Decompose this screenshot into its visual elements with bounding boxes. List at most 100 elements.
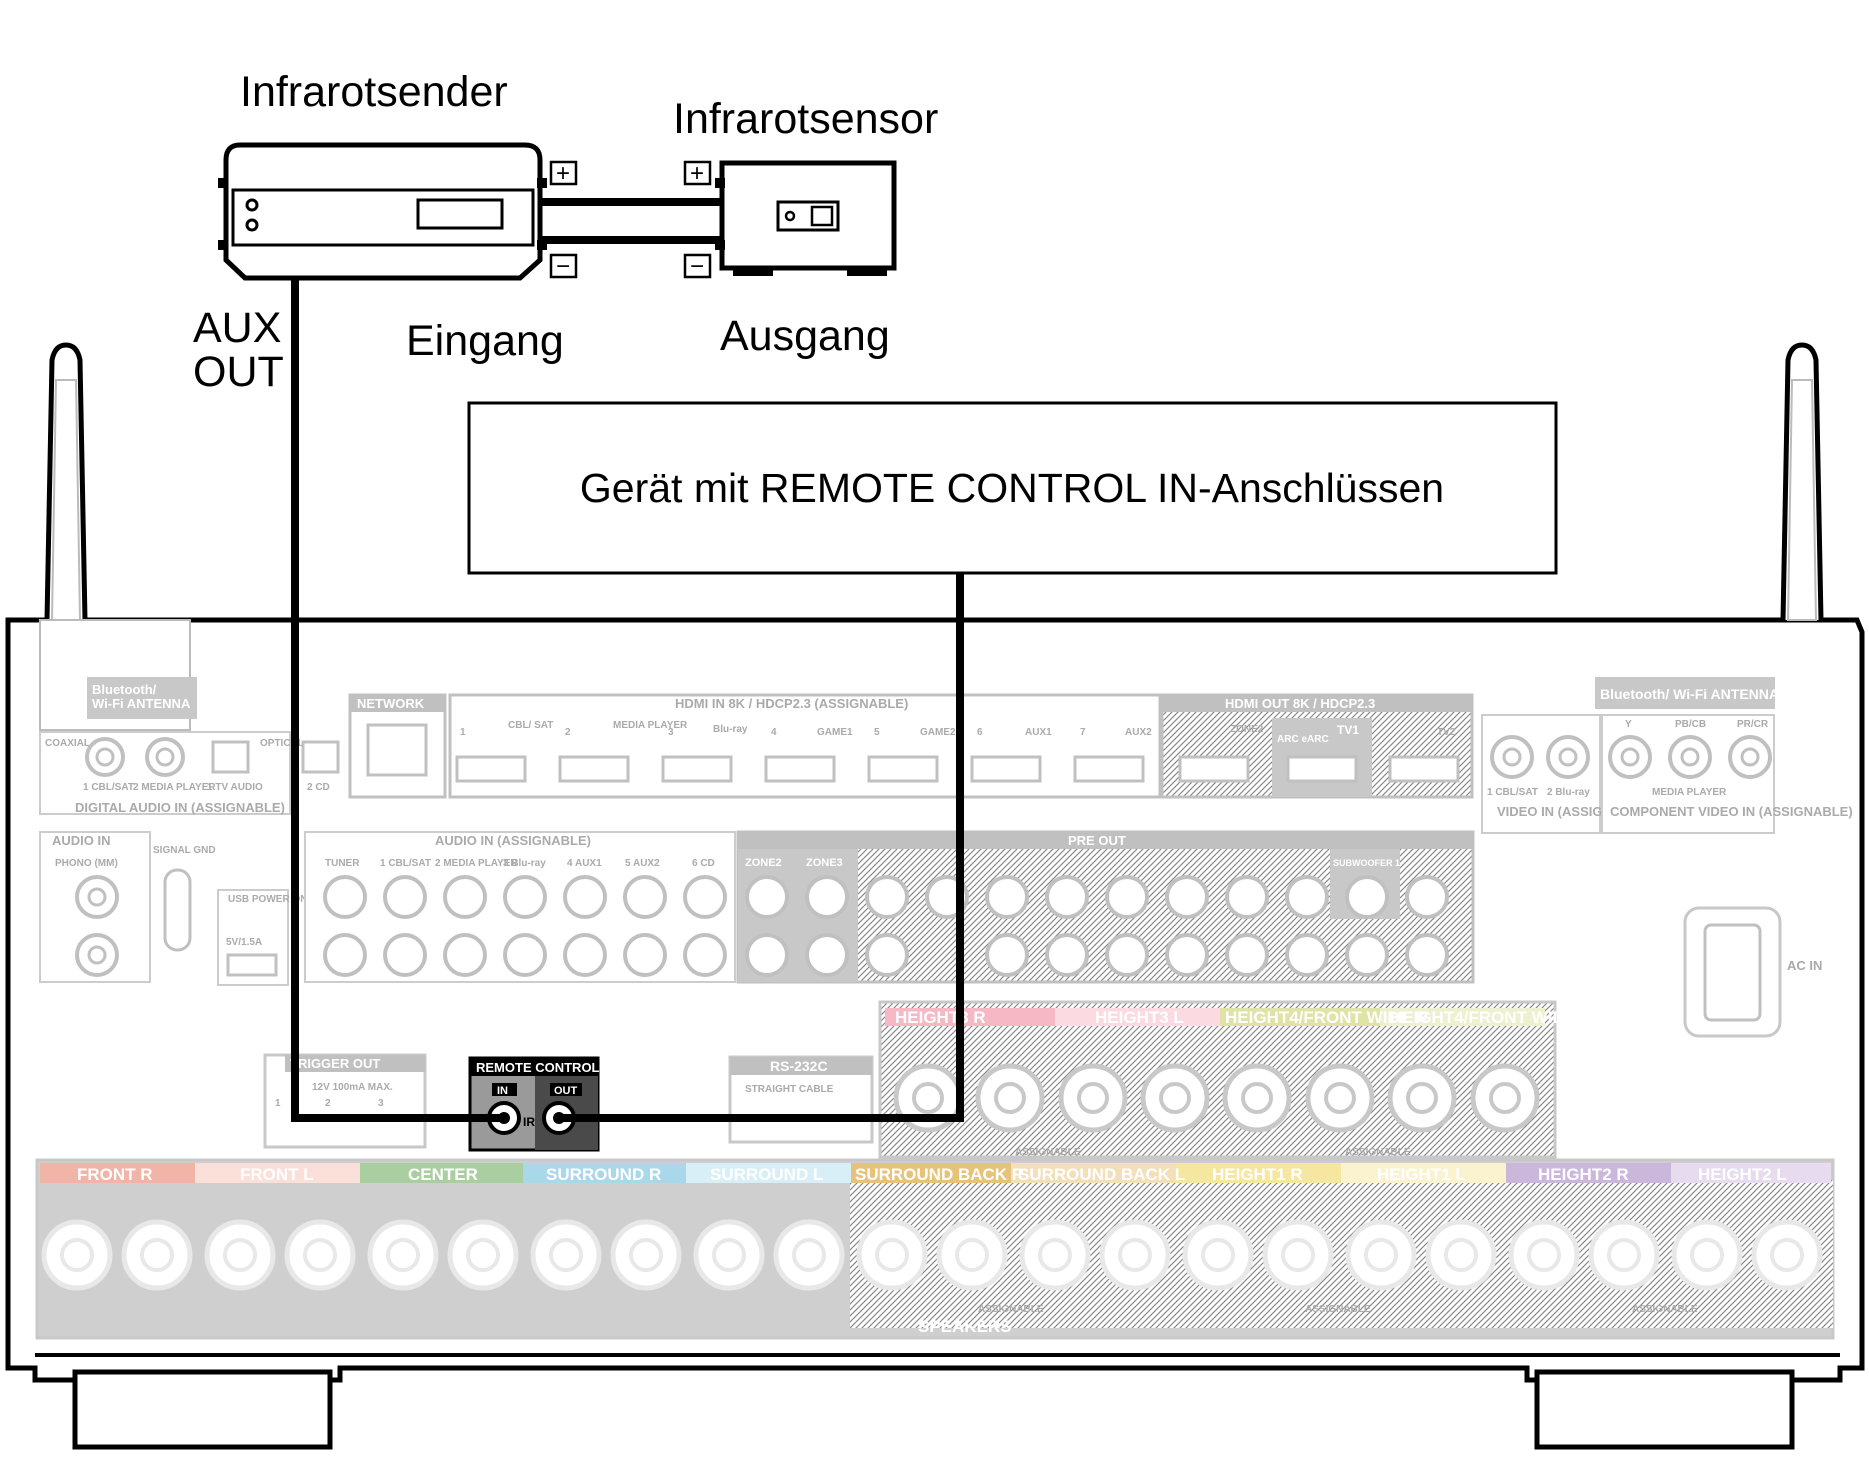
remote-in-label: IN bbox=[497, 1085, 508, 1097]
hdmi-out-tv2: TV2 bbox=[1437, 727, 1456, 738]
network-label: NETWORK bbox=[357, 696, 425, 711]
ain-6-label: 6 CD bbox=[692, 858, 715, 869]
hdmi-out-tv1: TV1 bbox=[1337, 723, 1359, 737]
phono-label: PHONO (MM) bbox=[55, 858, 118, 869]
zone3-label: ZONE3 bbox=[806, 857, 843, 869]
height3-l-label: HEIGHT3 L bbox=[1095, 1008, 1184, 1027]
receiver-connectors: Bluetooth/ Wi-Fi ANTENNA Bluetooth/ Wi-F… bbox=[35, 677, 1853, 1340]
height1-l-label: HEIGHT1 L bbox=[1377, 1165, 1466, 1184]
speakers-label: SPEAKERS bbox=[918, 1317, 1012, 1336]
remote-out-label-overlay: OUT bbox=[554, 1085, 578, 1097]
hdmi-3-label: Blu-ray bbox=[713, 724, 748, 735]
trigger-rating-label: 12V 100mA MAX. bbox=[312, 1082, 393, 1093]
hdmi-out-arc: ARC eARC bbox=[1277, 734, 1329, 745]
hdmi-5-num: 5 bbox=[874, 727, 880, 738]
rs232c-label: RS-232C bbox=[770, 1058, 828, 1074]
height3-r-label: HEIGHT3 R bbox=[895, 1008, 986, 1027]
assignable-lower-2: ASSIGNABLE bbox=[1305, 1304, 1371, 1315]
height4-r-label: HEIGHT4/FRONT WIDE R bbox=[1225, 1008, 1428, 1027]
height4-l-label: HEIGHT4/FRONT WIDE L bbox=[1390, 1008, 1591, 1027]
assignable-upper-2: ASSIGNABLE bbox=[1345, 1147, 1411, 1158]
remote-control-in-device: Gerät mit REMOTE CONTROL IN-Anschlüssen bbox=[467, 401, 1558, 575]
speaker-posts bbox=[41, 1219, 1823, 1291]
hdmi-7-label: AUX2 bbox=[1125, 727, 1152, 738]
antenna-right bbox=[1780, 342, 1824, 621]
antenna-left bbox=[39, 342, 191, 731]
surround-r-label: SURROUND R bbox=[546, 1165, 661, 1184]
ain-4-label: 4 AUX1 bbox=[567, 858, 602, 869]
plus-sign-transmitter: + bbox=[556, 160, 570, 187]
plus-mark-sensor bbox=[683, 160, 712, 186]
ain-1-label: 1 CBL/SAT bbox=[380, 858, 431, 869]
ain-5-label: 5 AUX2 bbox=[625, 858, 660, 869]
hdmi-5-label: GAME2 bbox=[920, 727, 956, 738]
polarity-marks: + − + − bbox=[549, 160, 712, 280]
hdmi-6-num: 6 bbox=[977, 727, 983, 738]
minus-sign-sensor: − bbox=[690, 253, 704, 280]
assignable-lower-3: ASSIGNABLE bbox=[1632, 1304, 1698, 1315]
cable-aux-out-to-remote-in bbox=[291, 278, 504, 1122]
aux-out-label-line2: OUT bbox=[193, 348, 284, 396]
comp-pr-label: PR/CR bbox=[1737, 719, 1769, 730]
remote-ir-label: IR bbox=[523, 1115, 535, 1129]
speaker-color-bar bbox=[40, 1163, 1831, 1183]
height1-r-label: HEIGHT1 R bbox=[1212, 1165, 1303, 1184]
surround-l-label: SURROUND L bbox=[710, 1165, 823, 1184]
dig-tvaudio-label: 1 TV AUDIO bbox=[207, 782, 263, 793]
ac-in-label: AC IN bbox=[1787, 958, 1822, 973]
hdmi-1-num: 1 bbox=[460, 727, 466, 738]
bt-antenna-left-badge bbox=[87, 677, 197, 719]
front-r-label: FRONT R bbox=[77, 1165, 153, 1184]
remote-control-jacks: REMOTE CONTROL IN OUT OUT IR bbox=[468, 1056, 600, 1152]
hdmi-out-zone2: ZONE2 bbox=[1230, 724, 1264, 735]
hdmi-2-label: MEDIA PLAYER bbox=[613, 720, 688, 731]
cables bbox=[291, 198, 964, 1122]
ain-3-label: 3 Blu-ray bbox=[503, 858, 546, 869]
ir-sensor-label: Infrarotsensor bbox=[673, 95, 938, 143]
assignable-upper-1: ASSIGNABLE bbox=[1015, 1147, 1081, 1158]
cable-remote-out-to-device bbox=[559, 573, 964, 1122]
straight-cable-label: STRAIGHT CABLE bbox=[745, 1084, 834, 1095]
bt-antenna-right-label: Bluetooth/ Wi-Fi ANTENNA bbox=[1600, 686, 1779, 702]
optical-label: OPTICAL bbox=[260, 738, 304, 749]
digital-audio-label: DIGITAL AUDIO IN (ASSIGNABLE) bbox=[75, 800, 285, 815]
comp-mediaplayer-label: MEDIA PLAYER bbox=[1652, 787, 1727, 798]
remote-device-label: Gerät mit REMOTE CONTROL IN-Anschlüssen bbox=[580, 465, 1444, 511]
ir-sensor bbox=[715, 160, 897, 276]
bt-antenna-left-line2: Wi-Fi ANTENNA bbox=[92, 696, 191, 711]
hdmi-2-num: 2 bbox=[565, 727, 571, 738]
trigger-2: 2 bbox=[325, 1098, 331, 1109]
hdmi-1-label: CBL/ SAT bbox=[508, 720, 553, 731]
sub1-label: SUBWOOFER 1 bbox=[1333, 858, 1400, 868]
height2-r-label: HEIGHT2 R bbox=[1538, 1165, 1629, 1184]
minus-sign-transmitter: − bbox=[556, 253, 570, 280]
comp-y-label: Y bbox=[1625, 719, 1632, 730]
ir-transmitter-label: Infrarotsender bbox=[240, 68, 508, 116]
hdmi-3-num: 3 bbox=[668, 727, 674, 738]
ain-2-label: 2 MEDIA PLAYER bbox=[435, 858, 518, 869]
hdmi-out-label: HDMI OUT 8K / HDCP2.3 bbox=[1225, 696, 1375, 711]
audio-in-phono-label: AUDIO IN bbox=[52, 833, 111, 848]
dig-mediaplayer-label: 2 MEDIA PLAYER bbox=[133, 782, 216, 793]
input-label: Eingang bbox=[406, 317, 564, 365]
ir-transmitter bbox=[218, 142, 547, 281]
hdmi-4-label: GAME1 bbox=[817, 727, 853, 738]
remote-control-label: REMOTE CONTROL bbox=[476, 1060, 600, 1075]
pre-out-label: PRE OUT bbox=[1068, 833, 1126, 848]
dig-cd-label: 2 CD bbox=[307, 782, 330, 793]
usb-rating-label: 5V/1.5A bbox=[226, 937, 262, 948]
signal-gnd-label: SIGNAL GND bbox=[153, 845, 216, 856]
video-1-label: 1 CBL/SAT bbox=[1487, 787, 1538, 798]
hdmi-6-label: AUX1 bbox=[1025, 727, 1052, 738]
hdmi-4-num: 4 bbox=[771, 727, 777, 738]
bt-antenna-left-line1: Bluetooth/ bbox=[92, 682, 157, 697]
surround-back-l-label: SURROUND BACK L bbox=[1018, 1165, 1185, 1184]
plus-sign-sensor: + bbox=[690, 160, 704, 187]
trigger-1: 1 bbox=[275, 1098, 281, 1109]
aux-out-label-line1: AUX bbox=[193, 304, 281, 352]
assignable-lower-1: ASSIGNABLE bbox=[978, 1304, 1044, 1315]
minus-mark-sensor bbox=[683, 253, 712, 279]
video-2-label: 2 Blu-ray bbox=[1547, 787, 1590, 798]
audio-in-label: AUDIO IN (ASSIGNABLE) bbox=[435, 833, 591, 848]
